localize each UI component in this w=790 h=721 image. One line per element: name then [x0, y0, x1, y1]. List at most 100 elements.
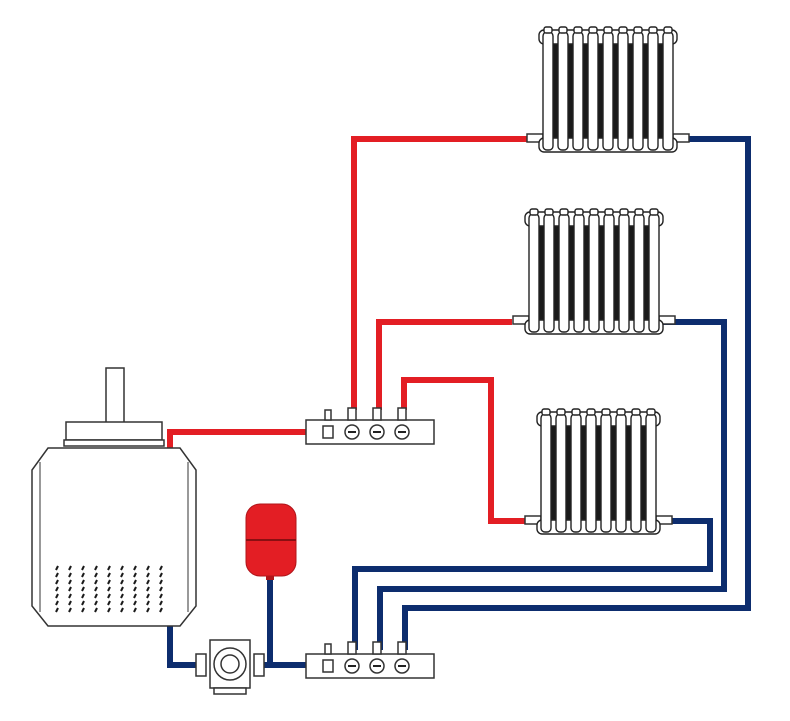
boiler-vent-slot — [94, 579, 98, 585]
boiler-vent-slot — [159, 586, 163, 592]
boiler-vent-slot — [81, 565, 85, 571]
boiler-vent-slot — [94, 586, 98, 592]
radiator-fin-cap — [529, 208, 539, 216]
boiler-vent-slot — [94, 607, 98, 613]
radiator-fin — [543, 213, 555, 333]
boiler-vent-slot — [120, 600, 124, 606]
radiator-fin — [632, 31, 644, 151]
boiler-vent-slot — [94, 565, 98, 571]
boiler-vent-grill — [55, 565, 163, 613]
radiator-fin — [617, 31, 629, 151]
radiator-fin-cap — [573, 26, 583, 34]
manifold-plug — [324, 643, 332, 655]
radiator-fin-cap — [589, 208, 599, 216]
manifold-port-stem — [372, 407, 382, 421]
expansion-tank-icon — [245, 503, 297, 580]
manifold-port-stem — [347, 407, 357, 421]
manifold-port-cap — [322, 425, 334, 439]
boiler-vent-slot — [120, 586, 124, 592]
return-pipe-radiator-3 — [352, 518, 713, 650]
radiator-fin-cap — [603, 26, 613, 34]
radiator-icon — [524, 408, 673, 535]
radiator-fin-cap — [631, 408, 641, 416]
radiator-fin — [587, 31, 599, 151]
radiator-fin-cap — [663, 26, 673, 34]
boiler-vent-slot — [55, 600, 59, 606]
boiler-vent-slot — [81, 572, 85, 578]
boiler-lid-base — [63, 439, 165, 447]
radiator-fin — [633, 213, 645, 333]
radiator-fin — [572, 31, 584, 151]
radiator-fin-cap — [588, 26, 598, 34]
boiler-vent-slot — [133, 572, 137, 578]
radiator-fin — [645, 413, 657, 533]
boiler-vent-slot — [81, 586, 85, 592]
radiator-fin — [588, 213, 600, 333]
boiler-vent-slot — [146, 565, 150, 571]
boiler-vent-slot — [120, 607, 124, 613]
radiator-fin — [630, 413, 642, 533]
boiler-vent-slot — [68, 579, 72, 585]
radiator-fin-cap — [601, 408, 611, 416]
boiler-vent-slot — [55, 572, 59, 578]
boiler-vent-slot — [133, 565, 137, 571]
boiler-vent-slot — [107, 600, 111, 606]
boiler-vent-slot — [120, 593, 124, 599]
boiler-vent-slot — [107, 565, 111, 571]
radiator-fin — [603, 213, 615, 333]
boiler-vent-slot — [159, 572, 163, 578]
boiler-vent-slot — [81, 593, 85, 599]
manifold-port-stem — [397, 641, 407, 655]
supply-pipes — [167, 136, 527, 524]
boiler-vent-slot — [159, 565, 163, 571]
boiler-vent-slot — [159, 593, 163, 599]
boiler-vent-slot — [133, 607, 137, 613]
boiler-vent-slot — [133, 586, 137, 592]
supply-pipe-radiator-3 — [401, 377, 525, 524]
boiler-body — [31, 447, 197, 627]
boiler-vent-slot — [146, 607, 150, 613]
boiler-vent-slot — [68, 565, 72, 571]
radiator-fin-cap — [556, 408, 566, 416]
boiler-chimney — [105, 367, 125, 425]
boiler-vent-slot — [94, 593, 98, 599]
boiler-vent-slot — [55, 565, 59, 571]
radiator-fin — [542, 31, 554, 151]
boiler-vent-slot — [159, 607, 163, 613]
radiator-fin — [648, 213, 660, 333]
radiator-header-top — [536, 411, 661, 427]
radiator-icon — [512, 208, 676, 335]
boiler-vent-slot — [81, 607, 85, 613]
supply-pipe-radiator-2 — [376, 319, 512, 410]
boiler-vent-slot — [120, 579, 124, 585]
radiator-fin-cap — [543, 26, 553, 34]
boiler-vent-slot — [120, 572, 124, 578]
return-pipes — [167, 136, 751, 668]
radiator-fin-cap — [574, 208, 584, 216]
boiler-vent-slot — [107, 607, 111, 613]
radiator-icon — [526, 26, 690, 153]
boiler-vent-slot — [107, 579, 111, 585]
boiler-vent-slot — [81, 579, 85, 585]
expansion-tank-nozzle — [266, 576, 274, 580]
manifold-port-cap — [322, 659, 334, 673]
supply-pipe-radiator-1 — [351, 136, 527, 410]
boiler-vent-slot — [94, 572, 98, 578]
boiler-vent-slot — [159, 600, 163, 606]
boiler-vent-slot — [146, 593, 150, 599]
return-pipe-radiator-1 — [402, 136, 751, 650]
boiler-vent-slot — [146, 579, 150, 585]
boiler-vent-slot — [146, 600, 150, 606]
boiler-vent-slot — [55, 607, 59, 613]
supply-pipe-boiler — [167, 429, 308, 448]
boiler-lid — [65, 421, 163, 441]
radiator-fin — [615, 413, 627, 533]
return-pipe-boiler-pump — [167, 622, 198, 668]
radiator-fin-cap — [571, 408, 581, 416]
radiator-fin — [570, 413, 582, 533]
pump-flange-left — [195, 653, 207, 677]
radiator-fin — [528, 213, 540, 333]
boiler-vent-slot — [94, 600, 98, 606]
radiator-fin-cap — [541, 408, 551, 416]
